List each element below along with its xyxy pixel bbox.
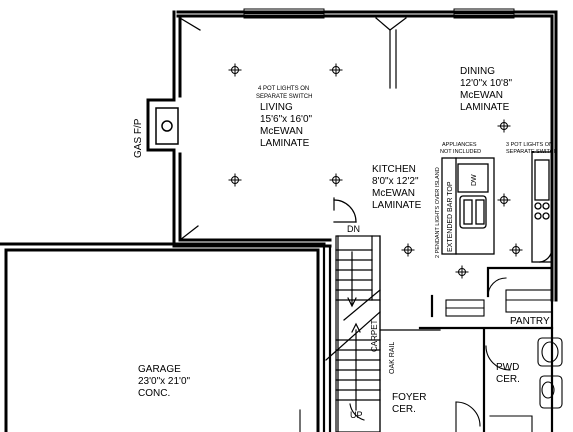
dining-size: 12'0"x 10'8" bbox=[460, 78, 513, 89]
dining-finish-line2: LAMINATE bbox=[460, 102, 510, 113]
garage-name: GARAGE bbox=[138, 364, 181, 375]
pot-lights-note-line1: 3 POT LIGHTS ON bbox=[506, 142, 553, 148]
light-icon bbox=[497, 119, 511, 133]
bar-top-label: EXTENDED BAR TOP bbox=[447, 181, 454, 252]
garage-label: GARAGE 23'0"x 21'0" CONC. bbox=[138, 364, 191, 399]
carpet-label: CARPET bbox=[370, 319, 379, 352]
dining-name: DINING bbox=[460, 66, 495, 77]
stairs-down-label: DN bbox=[347, 224, 360, 234]
living-corner-lines bbox=[179, 17, 407, 241]
foyer-finish: CER. bbox=[392, 404, 416, 415]
light-icon bbox=[497, 193, 511, 207]
fireplace-label: GAS F/P bbox=[133, 118, 144, 158]
powder-label: PWD CER. bbox=[496, 362, 520, 385]
garage-size: 23'0"x 21'0" bbox=[138, 376, 191, 387]
kitchen-label: KITCHEN 8'0"x 12'2" McEWAN LAMINATE bbox=[372, 164, 422, 211]
living-label: 4 POT LIGHTS ON SEPARATE SWITCH LIVING 1… bbox=[256, 86, 313, 149]
light-icon bbox=[228, 173, 242, 187]
stove-counter bbox=[531, 151, 553, 263]
living-note-line2: SEPARATE SWITCH bbox=[256, 94, 312, 100]
powder-finish: CER. bbox=[496, 374, 520, 385]
powder-fixtures bbox=[485, 337, 563, 409]
kitchen-name: KITCHEN bbox=[372, 164, 416, 175]
light-icon bbox=[455, 265, 469, 279]
living-name: LIVING bbox=[260, 102, 293, 113]
top-windows bbox=[243, 8, 515, 19]
garage-finish: CONC. bbox=[138, 388, 170, 399]
appliances-note-line1: APPLIANCES bbox=[442, 142, 477, 148]
kitchen-size: 8'0"x 12'2" bbox=[372, 176, 419, 187]
garage-walls bbox=[0, 242, 326, 432]
kitchen-island bbox=[441, 157, 495, 255]
oak-rail-label: OAK RAIL bbox=[389, 342, 396, 374]
light-icon bbox=[509, 243, 523, 257]
kitchen-notes: APPLIANCES NOT INCLUDED 3 POT LIGHTS ON … bbox=[435, 142, 558, 258]
fireplace bbox=[155, 107, 179, 145]
pendant-lights-label: 2 PENDANT LIGHTS OVER ISLAND bbox=[435, 167, 441, 258]
interior-walls bbox=[322, 244, 554, 432]
pantry-label: PANTRY bbox=[510, 316, 550, 327]
pantry-shelving bbox=[445, 277, 553, 317]
kitchen-finish-line2: LAMINATE bbox=[372, 200, 422, 211]
living-size: 15'6"x 16'0" bbox=[260, 114, 313, 125]
dining-finish-line1: McEWAN bbox=[460, 90, 503, 101]
foyer-label: FOYER CER. bbox=[392, 392, 426, 415]
dishwasher-label: DW bbox=[471, 174, 478, 186]
light-icon bbox=[329, 63, 343, 77]
living-finish-line2: LAMINATE bbox=[260, 138, 310, 149]
powder-name: PWD bbox=[496, 362, 519, 373]
appliances-note-line2: NOT INCLUDED bbox=[440, 149, 481, 155]
light-icon bbox=[329, 173, 343, 187]
stairs bbox=[325, 197, 441, 432]
stair-labels: DN UP CARPET OAK RAIL bbox=[347, 224, 396, 420]
foyer-name: FOYER bbox=[392, 392, 426, 403]
light-icon bbox=[401, 243, 415, 257]
kitchen-finish-line1: McEWAN bbox=[372, 188, 415, 199]
living-finish-line1: McEWAN bbox=[260, 126, 303, 137]
pot-lights-note-line2: SEPARATE SWITCH bbox=[506, 149, 558, 155]
light-icon bbox=[228, 63, 242, 77]
light-fixtures bbox=[228, 63, 523, 279]
door-swings bbox=[299, 401, 533, 432]
living-note-line1: 4 POT LIGHTS ON bbox=[258, 86, 309, 92]
dining-label: DINING 12'0"x 10'8" McEWAN LAMINATE bbox=[460, 66, 513, 113]
stairs-up-label: UP bbox=[350, 410, 363, 420]
